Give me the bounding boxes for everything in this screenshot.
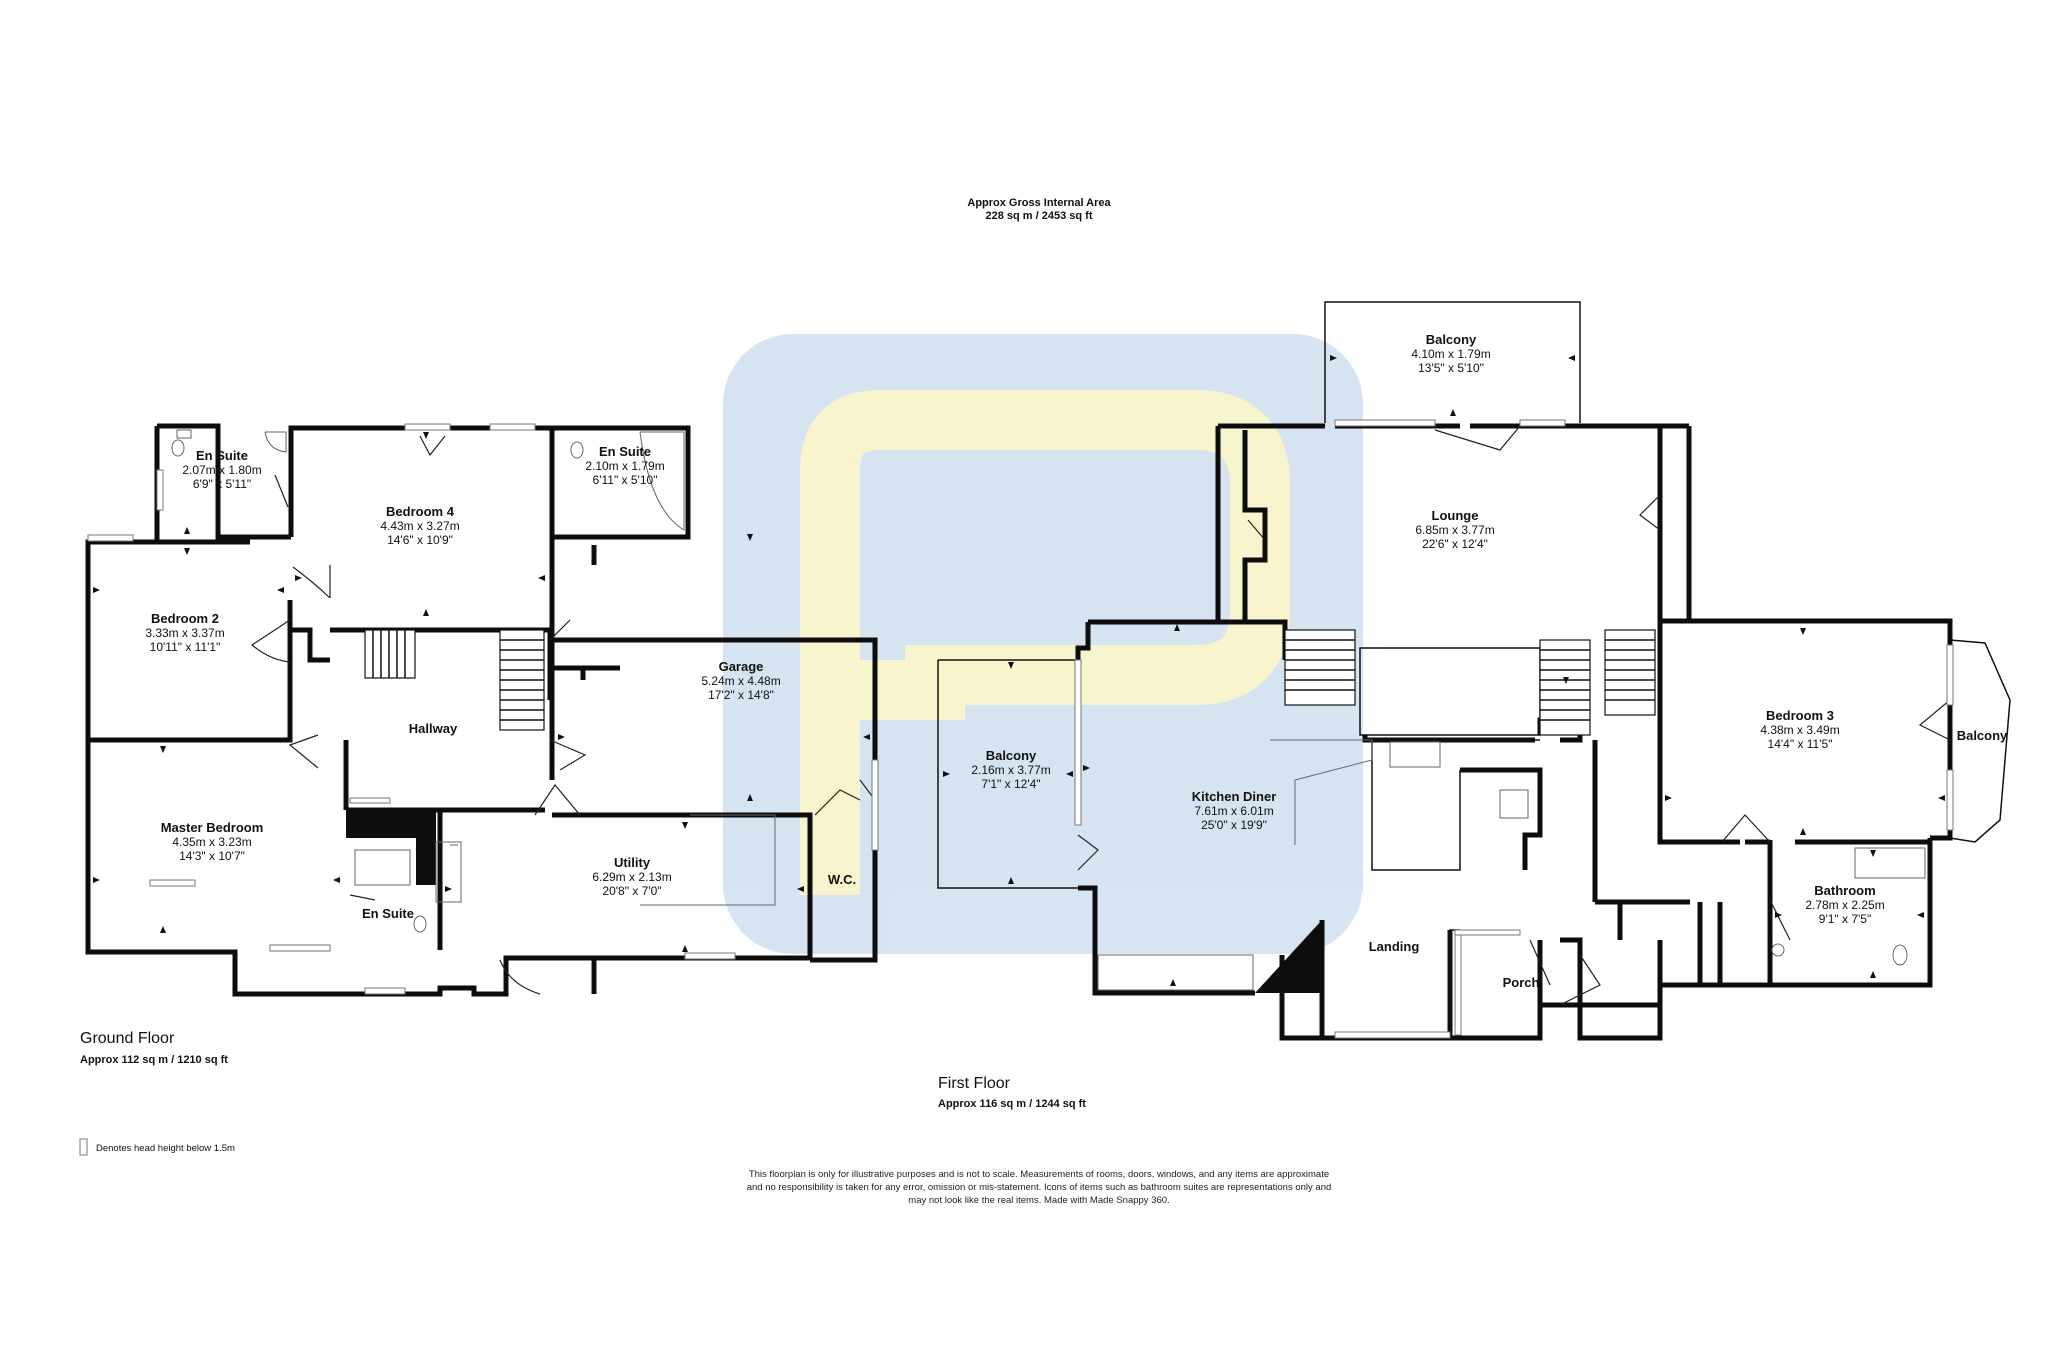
room-metric: 2.78m x 2.25m bbox=[1805, 898, 1884, 912]
room-metric: 6.29m x 2.13m bbox=[592, 870, 671, 884]
room-metric: 4.43m x 3.27m bbox=[380, 519, 459, 533]
room-imperial: 7'1" x 12'4" bbox=[981, 777, 1040, 791]
room-metric: 4.10m x 1.79m bbox=[1411, 347, 1490, 361]
disclaimer-line: and no responsibility is taken for any e… bbox=[747, 1182, 1332, 1193]
room-imperial: 25'0" x 19'9" bbox=[1201, 818, 1267, 832]
ground-dimension-arrows bbox=[93, 432, 870, 952]
ground-floor-title: Ground Floor bbox=[80, 1030, 175, 1047]
room-metric: 5.24m x 4.48m bbox=[701, 674, 780, 688]
room-name: Master Bedroom bbox=[161, 820, 264, 835]
ground-room-labels: En Suite 2.07m x 1.80m 6'9" x 5'11" Bedr… bbox=[145, 444, 856, 921]
first-room-labels: Balcony 4.10m x 1.79m 13'5" x 5'10" Loun… bbox=[971, 332, 2008, 990]
room-imperial: 6'11" x 5'10" bbox=[593, 473, 658, 487]
room-metric: 2.16m x 3.77m bbox=[971, 763, 1050, 777]
head-height-legend-swatch bbox=[79, 1138, 88, 1156]
room-name: Bedroom 3 bbox=[1766, 708, 1834, 723]
room-name: Bedroom 2 bbox=[151, 611, 219, 626]
room-metric: 6.85m x 3.77m bbox=[1415, 523, 1494, 537]
room-imperial: 14'3" x 10'7" bbox=[179, 849, 245, 863]
room-imperial: 14'6" x 10'9" bbox=[387, 533, 453, 547]
room-name: Hallway bbox=[409, 721, 458, 736]
room-name: Balcony bbox=[986, 748, 1037, 763]
room-name: Garage bbox=[719, 659, 764, 674]
disclaimer-line: may not look like the real items. Made w… bbox=[908, 1195, 1169, 1206]
room-name: Kitchen Diner bbox=[1192, 789, 1277, 804]
ground-stairs bbox=[364, 629, 545, 731]
room-name: Balcony bbox=[1957, 728, 2008, 743]
first-floor-title: First Floor bbox=[938, 1075, 1011, 1092]
room-imperial: 10'11" x 11'1" bbox=[150, 640, 221, 654]
gross-area-value: 228 sq m / 2453 sq ft bbox=[986, 210, 1093, 222]
room-metric: 4.35m x 3.23m bbox=[172, 835, 251, 849]
room-metric: 3.33m x 3.37m bbox=[145, 626, 224, 640]
room-imperial: 20'8" x 7'0" bbox=[602, 884, 661, 898]
room-name: W.C. bbox=[828, 872, 856, 887]
disclaimer-line: This floorplan is only for illustrative … bbox=[749, 1169, 1329, 1180]
first-floor-plan: Balcony 4.10m x 1.79m 13'5" x 5'10" Loun… bbox=[937, 301, 2011, 1041]
ground-floor-plan: En Suite 2.07m x 1.80m 6'9" x 5'11" Bedr… bbox=[85, 423, 879, 997]
first-dimension-arrows bbox=[943, 355, 1945, 986]
room-name: Landing bbox=[1369, 939, 1420, 954]
room-name: En Suite bbox=[362, 906, 414, 921]
gross-area-title: Approx Gross Internal Area bbox=[967, 197, 1111, 209]
room-imperial: 17'2" x 14'8" bbox=[708, 688, 774, 702]
room-metric: 2.10m x 1.79m bbox=[585, 459, 664, 473]
room-imperial: 6'9" x 5'11" bbox=[193, 477, 251, 491]
room-metric: 4.38m x 3.49m bbox=[1760, 723, 1839, 737]
first-floor-stairs bbox=[1284, 629, 1656, 736]
room-metric: 7.61m x 6.01m bbox=[1194, 804, 1273, 818]
room-imperial: 13'5" x 5'10" bbox=[1418, 361, 1484, 375]
room-name: Utility bbox=[614, 855, 651, 870]
room-name: Porch bbox=[1503, 975, 1540, 990]
ground-fixtures bbox=[171, 429, 776, 933]
room-name: Lounge bbox=[1432, 508, 1479, 523]
watermark-logo bbox=[723, 334, 1363, 954]
ground-floor-area: Approx 112 sq m / 1210 sq ft bbox=[80, 1054, 228, 1066]
room-imperial: 9'1" x 7'5" bbox=[1819, 912, 1871, 926]
first-floor-area: Approx 116 sq m / 1244 sq ft bbox=[938, 1098, 1086, 1110]
room-name: Bathroom bbox=[1814, 883, 1875, 898]
room-name: Balcony bbox=[1426, 332, 1477, 347]
room-name: En Suite bbox=[599, 444, 651, 459]
room-name: En Suite bbox=[196, 448, 248, 463]
room-imperial: 14'4" x 11'5" bbox=[1768, 737, 1833, 751]
room-name: Bedroom 4 bbox=[386, 504, 455, 519]
head-height-legend-text: Denotes head height below 1.5m bbox=[96, 1143, 235, 1154]
room-imperial: 22'6" x 12'4" bbox=[1422, 537, 1488, 551]
room-metric: 2.07m x 1.80m bbox=[182, 463, 261, 477]
